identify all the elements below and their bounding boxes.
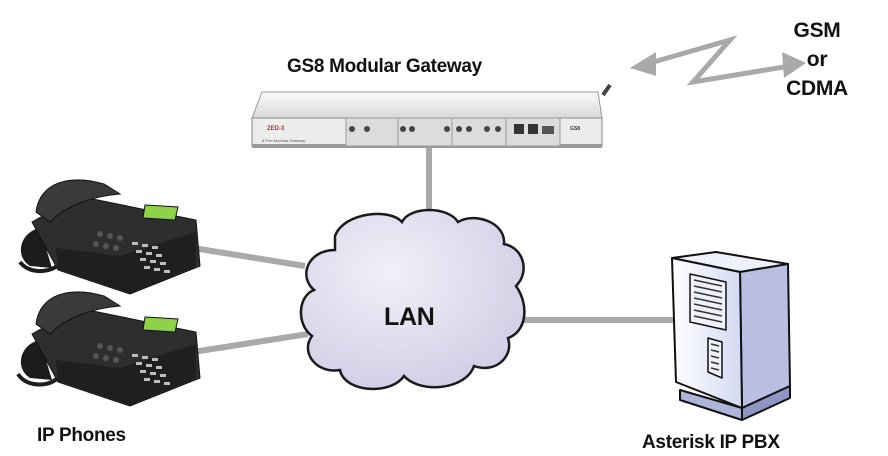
phone2-lan-link — [192, 331, 309, 355]
lan-label: LAN — [384, 303, 435, 331]
gateway-device-icon: ZED-3 8 Port Modular Gateway GS8 — [251, 83, 612, 148]
cellular-network-label: GSM or CDMA — [762, 16, 872, 103]
phone1-lan-link — [192, 245, 306, 269]
gateway-model: GS8 — [570, 126, 580, 132]
gateway-label: GS8 Modular Gateway — [287, 56, 482, 77]
wireless-link-icon — [630, 35, 806, 86]
gateway-subtitle: 8 Port Modular Gateway — [262, 138, 305, 143]
pbx-server-icon — [671, 251, 791, 421]
lan-cloud-icon — [299, 208, 526, 391]
pbx-label: Asterisk IP PBX — [642, 432, 780, 453]
network-label-line: GSM — [793, 19, 841, 42]
ip-phone-icon — [16, 291, 201, 407]
ip-phone-icon — [18, 179, 201, 295]
gateway-brand: ZED-3 — [267, 126, 285, 132]
network-label-line: or — [806, 48, 828, 71]
network-label-line: CDMA — [786, 77, 848, 100]
ip-phones-label: IP Phones — [37, 425, 126, 446]
